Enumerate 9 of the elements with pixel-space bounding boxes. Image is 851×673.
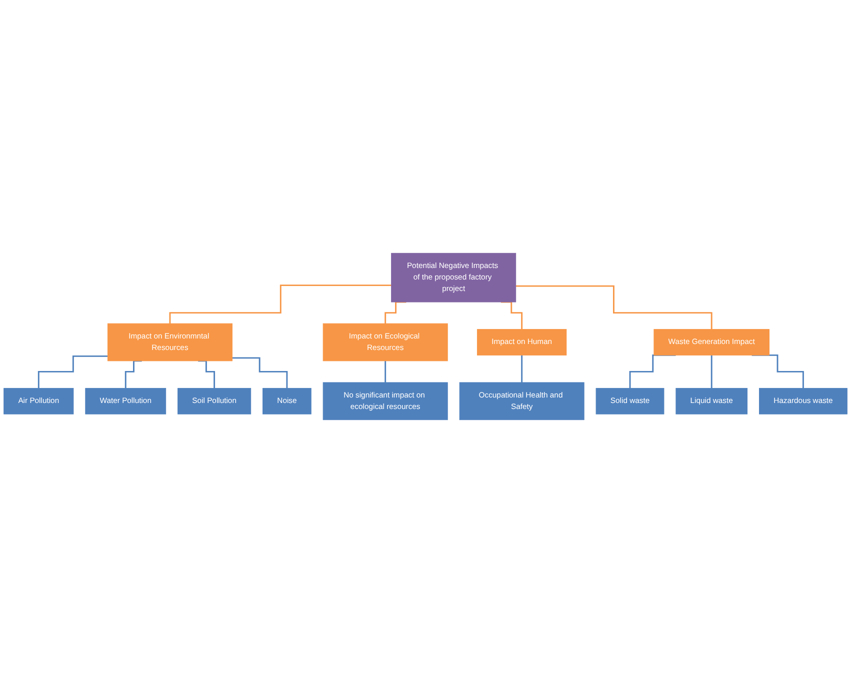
connector <box>198 360 216 389</box>
connector <box>384 360 386 384</box>
connector <box>169 284 392 324</box>
connector <box>232 357 288 389</box>
connector <box>710 354 712 389</box>
connector <box>124 360 142 389</box>
connector <box>521 354 523 384</box>
connector <box>38 355 108 389</box>
connector <box>516 285 712 330</box>
